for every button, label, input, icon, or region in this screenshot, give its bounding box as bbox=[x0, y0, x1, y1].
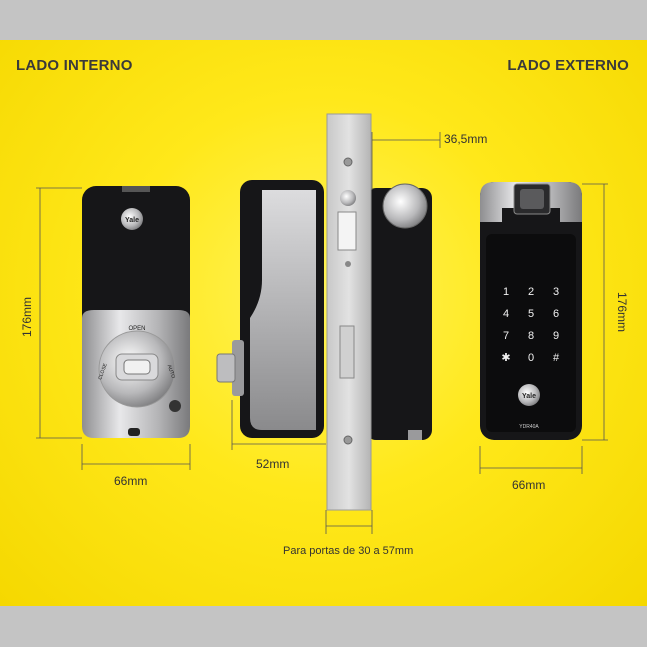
model-label: YDR40A bbox=[519, 424, 539, 430]
deadbolt bbox=[339, 325, 355, 379]
register-button-icon[interactable] bbox=[169, 400, 181, 412]
dimension-width-internal: 66mm bbox=[114, 474, 148, 488]
dimension-lines bbox=[36, 132, 608, 534]
internal-lock-unit: Yale OPEN CLOSE AUTO bbox=[82, 186, 190, 438]
yale-logo-badge-internal bbox=[121, 208, 143, 230]
faceplate-screw-mid-icon bbox=[345, 261, 351, 267]
heading-external-side: LADO EXTERNO bbox=[507, 57, 629, 74]
dimension-height-internal: 176mm bbox=[20, 297, 34, 338]
faceplate-screw-top-icon bbox=[343, 157, 353, 167]
side-body-outer bbox=[366, 188, 432, 440]
fingerprint-pad bbox=[520, 189, 544, 209]
dial-label-auto: AUTO bbox=[166, 364, 176, 379]
keypad-key[interactable]: 3 bbox=[553, 286, 559, 298]
side-outer-base bbox=[408, 430, 422, 440]
keypad-key[interactable]: 9 bbox=[553, 330, 559, 342]
battery-cover-screw bbox=[128, 428, 140, 436]
keypad-key[interactable]: 1 bbox=[503, 286, 509, 298]
internal-top-latch bbox=[122, 186, 150, 192]
heading-internal-side: LADO INTERNO bbox=[16, 57, 133, 74]
keypad-keys: 1 2 3 4 5 6 7 8 9 ✱ 0 # bbox=[501, 286, 560, 364]
keypad-key[interactable]: ✱ bbox=[501, 352, 510, 364]
yale-logo-text-external: Yale bbox=[522, 393, 536, 400]
keypad-key[interactable]: 8 bbox=[528, 330, 534, 342]
dimension-height-external: 176mm bbox=[615, 291, 629, 332]
latch-bolt bbox=[337, 211, 357, 251]
yale-logo-text-internal: Yale bbox=[125, 217, 139, 224]
faceplate-logo-badge bbox=[340, 190, 356, 206]
yale-logo-badge-external bbox=[518, 384, 540, 406]
keypad-panel bbox=[486, 234, 576, 432]
keypad-key[interactable]: 5 bbox=[528, 308, 534, 320]
bottom-band bbox=[0, 606, 647, 647]
keypad-key[interactable]: 7 bbox=[503, 330, 509, 342]
side-profile-unit bbox=[216, 113, 432, 511]
side-spindle-collar bbox=[232, 340, 244, 396]
faceplate-screw-bottom-icon bbox=[343, 435, 353, 445]
mortise-faceplate bbox=[326, 113, 372, 511]
dimension-faceplate-offset: 36,5mm bbox=[444, 132, 488, 146]
dimension-depth: 52mm bbox=[256, 457, 290, 471]
thumb-turn-grip bbox=[123, 359, 151, 375]
keypad-key[interactable]: 0 bbox=[528, 352, 534, 364]
keypad-key[interactable]: 4 bbox=[503, 308, 509, 320]
keypad-key[interactable]: # bbox=[553, 352, 560, 364]
side-chrome-cover bbox=[250, 190, 316, 430]
dimension-width-external: 66mm bbox=[512, 478, 546, 492]
keypad-key[interactable]: 2 bbox=[528, 286, 534, 298]
external-lock-unit: Yale YDR40A 1 2 3 4 5 6 7 8 9 ✱ 0 # bbox=[480, 182, 582, 440]
door-thickness-caption: Para portas de 30 a 57mm bbox=[283, 545, 414, 557]
top-band bbox=[0, 0, 647, 40]
side-thumb-turn bbox=[216, 353, 236, 383]
side-fingerprint-cap bbox=[382, 183, 428, 229]
dial-label-close: CLOSE bbox=[97, 362, 109, 381]
keypad-key[interactable]: 6 bbox=[553, 308, 559, 320]
dial-label-open: OPEN bbox=[128, 326, 145, 332]
